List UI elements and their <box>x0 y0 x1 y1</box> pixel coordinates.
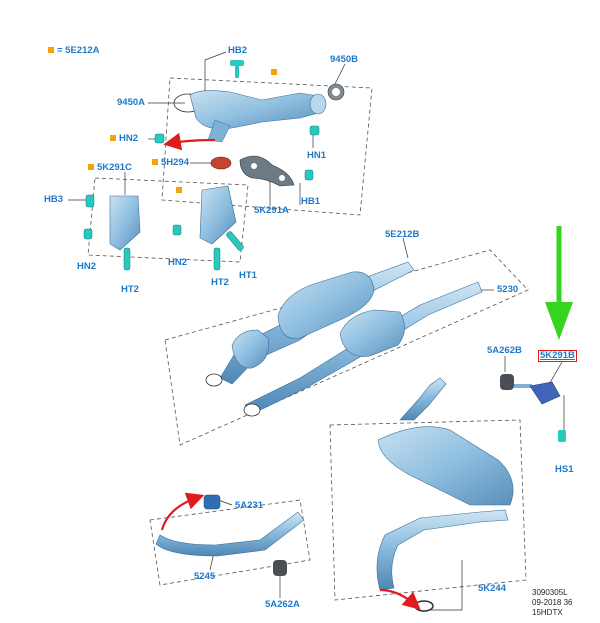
label-5a262b: 5A262B <box>487 345 522 356</box>
label-5230: 5230 <box>497 284 519 295</box>
drawing-reference-line2: 09-2018 36 <box>532 598 573 607</box>
legend-marker <box>48 47 54 53</box>
drawing-reference-line1: 3090305L <box>532 588 568 597</box>
drawing-reference: 3090305L 09-2018 36 15HDTX <box>532 588 572 618</box>
mounting-brackets <box>109 185 237 251</box>
label-hn2-top-wrap: HN2 <box>110 134 138 144</box>
label-hn2-mid: HN2 <box>168 257 188 268</box>
seal-5h294 <box>210 156 232 170</box>
bracket-5k291b <box>529 381 566 442</box>
label-9450a: 9450A <box>117 97 145 108</box>
label-ht2-left: HT2 <box>121 284 139 295</box>
red-arrows <box>160 132 421 610</box>
legend: = 5E212A <box>48 46 100 56</box>
catalytic-converter <box>173 60 327 143</box>
label-5k291c: 5K291C <box>97 162 132 173</box>
marker-5k291c <box>88 164 94 170</box>
label-hn2-top: HN2 <box>119 133 139 144</box>
tailpipe-5245 <box>155 511 305 557</box>
clamp-5a231 <box>203 494 221 510</box>
gasket-5k291a <box>239 155 295 187</box>
label-hn2-left: HN2 <box>77 261 97 272</box>
marker-catalyst <box>271 69 277 75</box>
label-hb2: HB2 <box>228 45 248 56</box>
label-5e212b: 5E212B <box>385 229 420 240</box>
outline-tailpipe <box>149 499 311 586</box>
label-5k291a: 5K291A <box>254 205 289 216</box>
label-5k291b-highlighted: 5K291B <box>538 350 577 362</box>
label-5h294: 5H294 <box>161 157 189 168</box>
red-arrow-top <box>163 132 216 151</box>
label-5a262a: 5A262A <box>265 599 300 610</box>
label-hn1: HN1 <box>307 150 327 161</box>
fasteners-top <box>83 125 320 271</box>
label-ht1: HT1 <box>239 270 257 281</box>
label-5245: 5245 <box>194 571 216 582</box>
isolator-5a262b <box>500 374 532 390</box>
green-pointer-arrow <box>545 226 573 340</box>
label-5h294-wrap: 5H294 <box>152 158 189 168</box>
outline-rear-section <box>329 419 527 601</box>
gasket-9450b <box>327 83 345 101</box>
intermediate-pipe-upper <box>205 261 415 387</box>
intermediate-pipe-lower <box>243 281 483 417</box>
label-hb1: HB1 <box>301 196 321 207</box>
label-hb3: HB3 <box>44 194 64 205</box>
label-ht2-mid: HT2 <box>211 277 229 288</box>
legend-text: = 5E212A <box>57 45 100 56</box>
label-5a231: 5A231 <box>235 500 263 511</box>
outline-catalyst-group <box>161 77 373 216</box>
label-hs1: HS1 <box>555 464 574 475</box>
red-arrow-clamp <box>379 588 421 610</box>
label-9450b: 9450B <box>330 54 358 65</box>
label-5k291c-wrap: 5K291C <box>88 163 132 173</box>
marker-hn2-top <box>110 135 116 141</box>
drawing-reference-line3: 15HDTX <box>532 608 563 617</box>
rear-muffler <box>376 377 514 591</box>
isolator-5a262a <box>273 560 287 576</box>
marker-5h294 <box>152 159 158 165</box>
label-5k244: 5K244 <box>478 583 506 594</box>
red-arrow-tailpipe <box>160 492 205 531</box>
clamp-5k244 <box>414 600 434 612</box>
marker-bracket-mid <box>176 187 182 193</box>
